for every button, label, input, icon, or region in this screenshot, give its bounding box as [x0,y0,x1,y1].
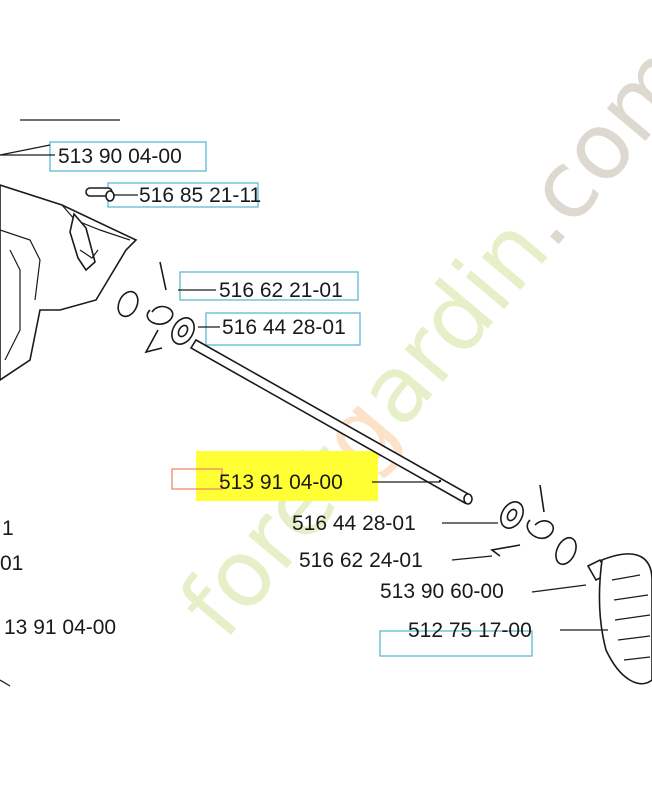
pin-drawing [85,187,115,202]
part-label-6: 516 44 28-01 [292,512,416,535]
part-label-highlighted: 513 91 04-00 [219,471,343,494]
callout-box-4 [205,312,361,346]
part-label-7: 516 62 24-01 [299,549,423,572]
lower-parts-drawing [490,484,652,685]
upper-spring-drawing [117,261,195,354]
mower-housing-drawing [0,119,138,381]
part-label-2: 516 85 21-11 [139,184,261,207]
part-label-1: 513 90 04-00 [58,145,182,168]
highlight-outline [171,468,223,490]
callout-box-1 [49,141,207,172]
part-label-10: 13 91 04-00 [4,616,116,639]
callout-box-3 [179,271,359,301]
part-label-8: 513 90 60-00 [380,580,504,603]
edge-label-1: 1 [2,517,14,540]
leader-lines [0,154,608,687]
part-label-4: 516 44 28-01 [222,316,346,339]
part-label-9: 512 75 17-00 [408,619,532,642]
edge-label-2: 01 [0,552,23,575]
part-label-3: 516 62 21-01 [219,279,343,302]
axle-drawing [189,338,473,505]
highlight-background [196,451,378,501]
callout-box-5 [379,630,533,657]
